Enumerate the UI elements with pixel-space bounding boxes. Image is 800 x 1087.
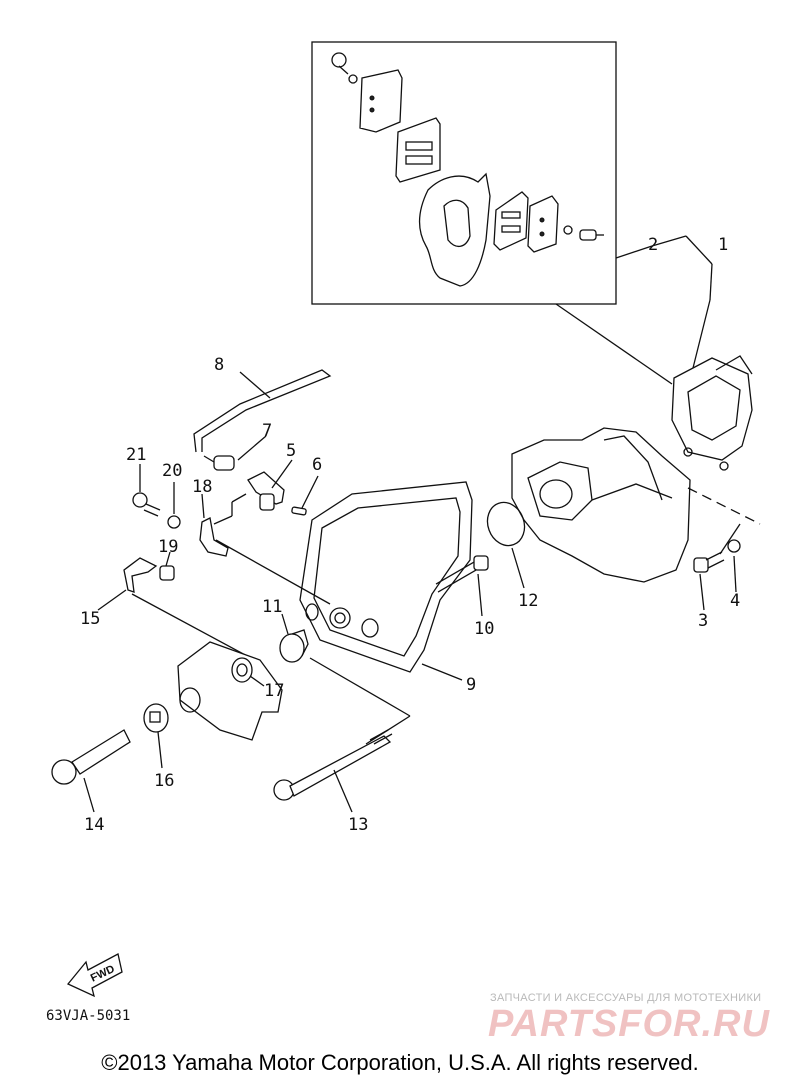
hose-15 — [123, 557, 158, 593]
hose-8 — [193, 369, 332, 453]
grommet-16 — [143, 703, 169, 733]
part-number-14: 14 — [84, 815, 104, 835]
grommet-17 — [231, 657, 253, 683]
gasket — [486, 501, 526, 547]
part-number-16: 16 — [154, 771, 174, 791]
part-number-13: 13 — [348, 815, 368, 835]
fwd-arrow-icon: FWD — [66, 953, 123, 998]
washer-20 — [167, 515, 181, 529]
part-number-19: 19 — [158, 537, 178, 557]
part-number-7: 7 — [262, 421, 272, 441]
clip-19 — [159, 565, 175, 581]
part-number-11: 11 — [262, 597, 282, 617]
part-number-5: 5 — [286, 441, 296, 461]
part-number-12: 12 — [518, 591, 538, 611]
part-number-9: 9 — [466, 675, 476, 695]
copyright-footer: ©2013 Yamaha Motor Corporation, U.S.A. A… — [101, 1050, 699, 1075]
reed-valve-inset — [311, 41, 617, 305]
watermark-subtitle: ЗАПЧАСТИ И АКСЕССУАРЫ ДЛЯ МОТОТЕХНИКИ — [490, 992, 762, 1004]
part-number-6: 6 — [312, 455, 322, 475]
part-number-15: 15 — [80, 609, 100, 629]
bolt-3 — [693, 551, 725, 573]
part-number-20: 20 — [162, 461, 182, 481]
plug-11 — [279, 629, 309, 663]
part-number-8: 8 — [214, 355, 224, 375]
part-number-17: 17 — [264, 681, 284, 701]
lower-cowl-section — [177, 641, 283, 741]
part-number-1: 1 — [718, 235, 728, 255]
pin-6 — [291, 506, 307, 516]
part-number-4: 4 — [730, 591, 740, 611]
intake-housing — [511, 427, 691, 583]
reed-valve-assembly — [671, 355, 753, 471]
clip-7 — [203, 455, 235, 471]
fitting-5 — [247, 471, 285, 511]
screw-10 — [435, 555, 489, 593]
silencer-cover — [299, 481, 473, 673]
part-number-2: 2 — [648, 235, 658, 255]
part-number-21: 21 — [126, 445, 146, 465]
screw-21 — [132, 492, 161, 517]
washer-4 — [727, 539, 741, 553]
watermark-logo: PARTSFOR.RU — [488, 1003, 770, 1045]
part-number-18: 18 — [192, 477, 212, 497]
bracket-18 — [199, 517, 229, 557]
part-number-3: 3 — [698, 611, 708, 631]
bolt-13 — [273, 729, 393, 801]
diagram-ref-code: 63VJA-5031 — [46, 1008, 130, 1024]
tube-14 — [51, 729, 131, 785]
part-number-10: 10 — [474, 619, 494, 639]
